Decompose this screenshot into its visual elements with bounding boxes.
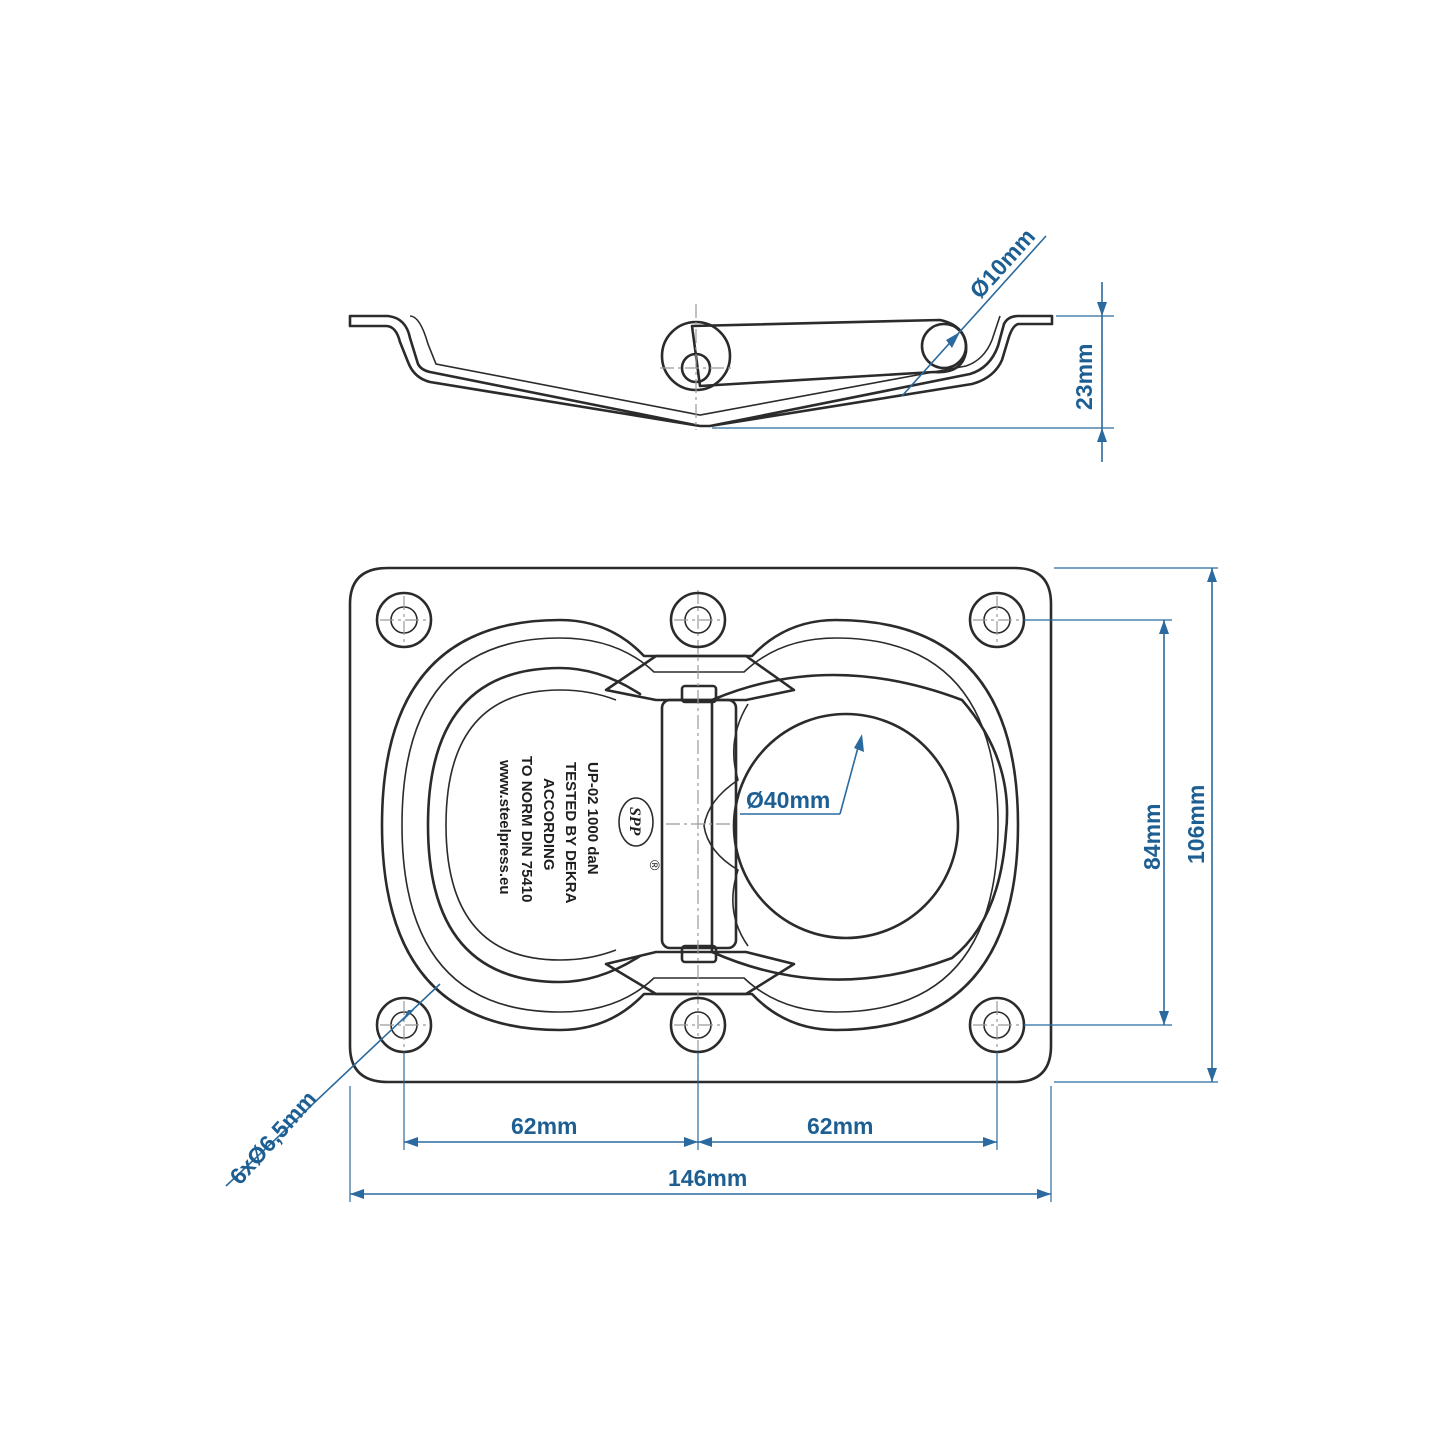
side-view — [348, 304, 1054, 430]
overall-width-label: 146mm — [668, 1165, 747, 1191]
side-arm — [690, 318, 968, 388]
ring-diameter-dimension: Ø40mm — [740, 734, 864, 815]
inner-height-dimension: 84mm — [1024, 619, 1172, 1026]
engraving-line4: TO NORM DIN 75410 — [518, 756, 535, 902]
registered-mark: ® — [647, 860, 663, 871]
ring-lobe — [703, 703, 749, 947]
hinge-pin-top — [680, 684, 718, 704]
engraving-line1: UP-02 1000 daN — [584, 762, 601, 875]
mount-hole — [968, 591, 1026, 649]
side-profile-body — [348, 314, 1054, 428]
recess-floor — [426, 666, 642, 984]
hinge-pin-bottom — [680, 944, 718, 964]
hinge-barrel — [660, 698, 738, 950]
inner-height-label: 84mm — [1139, 804, 1165, 870]
pin-diameter-label: Ø10mm — [964, 223, 1040, 303]
top-view: UP-02 1000 daN TESTED BY DEKRA ACCORDING… — [348, 566, 1053, 1084]
ring-outer — [710, 673, 1009, 981]
outer-height-dimension: 106mm — [1054, 567, 1218, 1083]
ring-eye — [732, 712, 960, 940]
pin-diameter-dimension: Ø10mm — [901, 223, 1047, 397]
engraving-line3: ACCORDING — [540, 778, 557, 871]
mount-hole-label: 6xØ6,5mm — [224, 1085, 321, 1189]
mount-hole — [968, 996, 1026, 1054]
hole-spacing-right-label: 62mm — [807, 1113, 873, 1139]
overall-width-dimension: 146mm — [349, 1086, 1052, 1202]
engraving-line2: TESTED BY DEKRA — [562, 762, 579, 904]
engraving-line5: www.steelpress.eu — [496, 759, 513, 895]
outer-height-label: 106mm — [1183, 785, 1209, 864]
mount-hole-dimension: 6xØ6,5mm — [224, 983, 441, 1189]
side-height-label: 23mm — [1071, 344, 1097, 410]
brand-logo-text: SPP — [626, 807, 643, 836]
recess-outer — [380, 618, 1020, 1032]
mount-hole — [669, 591, 727, 649]
recess-inner — [401, 637, 999, 1013]
ring-diameter-label: Ø40mm — [746, 787, 830, 813]
hole-spacing-dimension: 62mm 62mm — [403, 1052, 998, 1150]
side-ring-section — [920, 322, 968, 370]
side-height-dimension: 23mm — [712, 282, 1114, 462]
engraving: UP-02 1000 daN TESTED BY DEKRA ACCORDING… — [496, 756, 601, 904]
mount-hole — [375, 996, 433, 1054]
base-plate — [348, 566, 1053, 1084]
hinge-bracket-top — [604, 654, 796, 702]
hinge-bracket-bottom — [604, 950, 796, 996]
brand-logo: SPP — [618, 797, 654, 847]
mount-hole — [375, 591, 433, 649]
side-inner-wall — [409, 315, 1001, 416]
hole-spacing-left-label: 62mm — [511, 1113, 577, 1139]
